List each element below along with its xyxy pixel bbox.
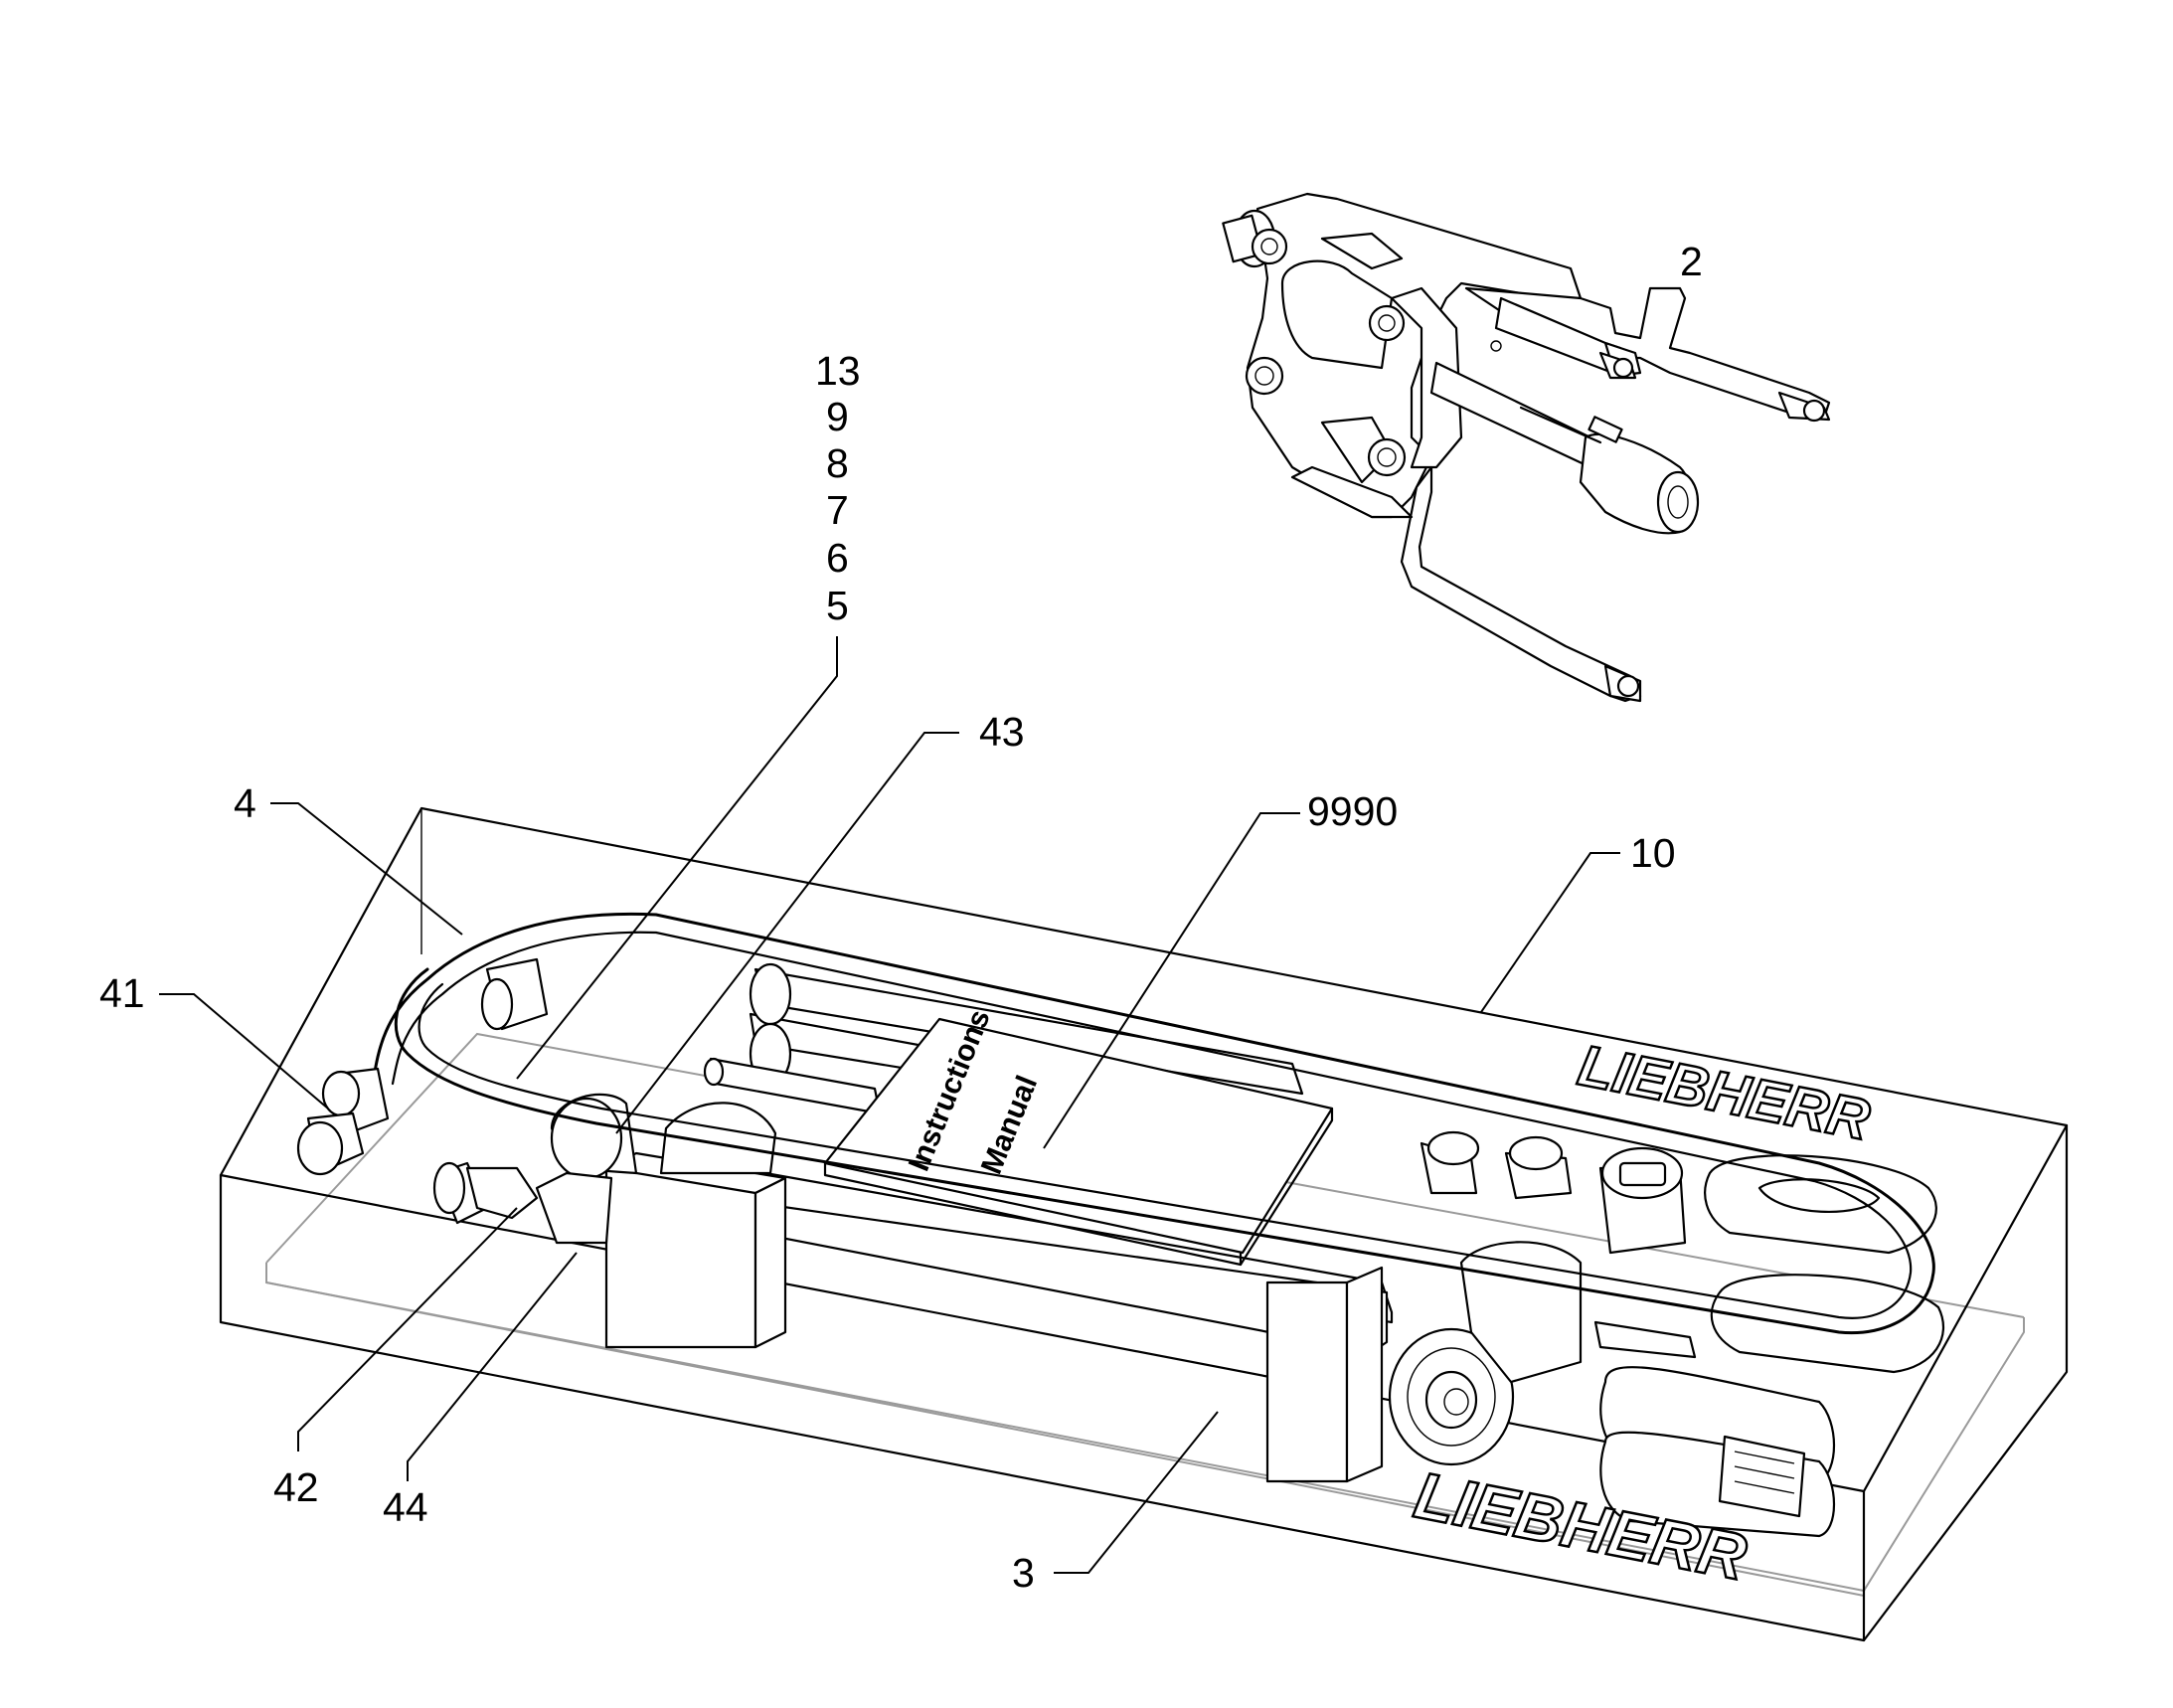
shackle-stack bbox=[1599, 1154, 1944, 1538]
callout-9: 9 bbox=[826, 394, 849, 439]
callout-13: 13 bbox=[815, 348, 861, 394]
callout-3: 3 bbox=[1012, 1550, 1035, 1596]
leader-lines bbox=[159, 636, 1620, 1574]
callout-44: 44 bbox=[383, 1484, 428, 1530]
instructions-manual: Instructions Manual bbox=[823, 1005, 1334, 1267]
callout-2: 2 bbox=[1680, 239, 1703, 284]
callout-7: 7 bbox=[826, 487, 849, 533]
hose-loop bbox=[371, 912, 1935, 1335]
callout-4: 4 bbox=[234, 780, 256, 826]
case-contents-illustration: Instructions Manual LIEBHERR LIEBHERR bbox=[296, 912, 1944, 1595]
callout-42: 42 bbox=[273, 1464, 319, 1510]
coupler-fittings bbox=[296, 957, 613, 1245]
puller-tool-illustration bbox=[1222, 192, 1831, 703]
hose-coupling-group bbox=[1420, 1130, 1697, 1359]
callout-41: 41 bbox=[99, 970, 145, 1016]
brand-logo-top: LIEBHERR bbox=[1574, 1033, 1876, 1152]
callout-6: 6 bbox=[826, 535, 849, 581]
callout-8: 8 bbox=[826, 440, 849, 486]
callout-labels: 2 13 9 8 7 6 5 43 4 9990 10 41 42 44 3 bbox=[99, 239, 1703, 1596]
callout-43: 43 bbox=[979, 709, 1025, 755]
callout-5: 5 bbox=[826, 583, 849, 628]
callout-9990: 9990 bbox=[1307, 788, 1398, 834]
callout-10: 10 bbox=[1630, 830, 1676, 876]
